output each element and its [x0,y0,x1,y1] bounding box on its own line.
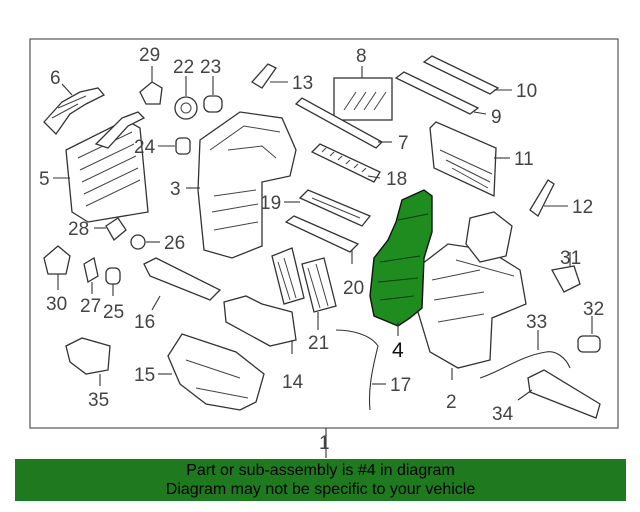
part-19: 19 [260,189,372,227]
part-4-shape [369,189,433,327]
callout-12: 12 [572,197,593,218]
callout-18: 18 [386,169,407,190]
callout-19: 19 [260,193,281,214]
part-14: 14 [223,295,304,393]
callout-2: 2 [446,392,457,413]
part-20: 20 [284,215,364,299]
callout-10: 10 [516,81,537,102]
callout-20: 20 [343,278,364,299]
callout-15: 15 [134,365,155,386]
callout-29: 29 [139,45,160,66]
part-30: 30 [43,245,71,315]
callout-32: 32 [583,299,604,320]
part-11: 11 [429,121,534,198]
callout-28: 28 [68,219,89,240]
part-7: 7 [294,97,409,154]
part-5: 5 [39,111,149,223]
part-35: 35 [65,337,111,411]
callout-27: 27 [80,296,101,317]
part-28: 28 [68,217,127,241]
part-10: 10 [422,55,537,102]
part-17: 17 [335,329,411,411]
info-banner: Part or sub-assembly is #4 in diagram Di… [15,459,626,501]
callout-4: 4 [392,339,404,362]
part-22: 22 [173,57,198,120]
part-24: 24 [134,137,191,158]
part-33: 33 [479,312,571,379]
part-23: 23 [200,57,223,113]
callout-14: 14 [282,372,304,393]
part-15: 15 [134,333,265,411]
part-34: 34 [492,369,601,425]
callout-11: 11 [514,149,534,170]
part-29: 29 [139,45,163,105]
callout-33: 33 [526,312,547,333]
callout-35: 35 [88,390,109,411]
callout-24: 24 [134,137,156,158]
part-31: 31 [550,248,581,293]
banner-line-1: Part or sub-assembly is #4 in diagram [186,462,455,479]
callout-21: 21 [308,333,329,354]
callout-34: 34 [492,404,514,425]
callout-8: 8 [356,46,367,67]
part-21: 21 [271,247,337,354]
callout-13: 13 [292,73,313,94]
banner-line-2: Diagram may not be specific to your vehi… [165,481,476,498]
part-6: 6 [43,68,106,136]
callout-9: 9 [491,107,502,128]
part-32: 32 [577,299,604,353]
part-12: 12 [529,179,593,218]
callout-1: 1 [319,433,330,454]
part-4-highlighted: 4 [369,189,433,362]
callout-25: 25 [103,302,124,323]
callout-17: 17 [390,375,411,396]
part-8: 8 [333,46,393,121]
callout-16: 16 [134,312,155,333]
callout-31: 31 [560,248,581,269]
callout-23: 23 [200,57,221,78]
callout-7: 7 [398,133,409,154]
part-26: 26 [130,233,185,254]
part-18: 18 [310,143,407,190]
callout-22: 22 [173,57,194,78]
diagram-border [29,38,619,429]
callout-26: 26 [164,233,185,254]
part-27: 27 [80,256,101,317]
part-9: 9 [394,71,502,128]
callout-3: 3 [170,179,181,200]
part-25: 25 [103,267,124,323]
callout-5: 5 [39,169,50,190]
part-2: 2 [417,211,527,413]
callout-6: 6 [50,68,61,89]
part-3: 3 [170,111,297,259]
callout-30: 30 [46,294,67,315]
part-16: 16 [134,257,222,333]
part-13: 13 [250,63,313,94]
